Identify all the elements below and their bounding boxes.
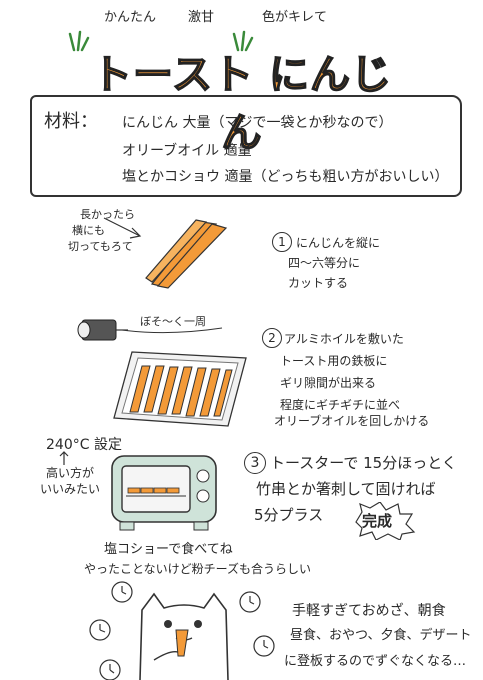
tagline-sweet: 激甘 (188, 10, 215, 25)
foil-note: ぼそ～く一周 (140, 315, 206, 328)
toaster-oven-illustration (111, 455, 217, 531)
cut-side-note: 横にも (72, 224, 105, 237)
carrot-strips-illustration (145, 219, 228, 289)
tagline-color: 色がキレて (262, 10, 328, 25)
cut-side-note: 切ってもろて (68, 240, 133, 253)
step2-line: オリーブオイルを回しかける (274, 414, 430, 428)
step2-line: ギリ隙間が出来る (280, 376, 377, 390)
arrow-icon (121, 327, 223, 334)
title-block: トースト にんじん (72, 40, 412, 157)
step3-number: 3 (244, 452, 266, 474)
character-eating-illustration (89, 581, 275, 680)
ingredient-item: にんじん 大量（マジで一袋とか秒なので） (122, 115, 393, 131)
step2-line: トースト用の鉄板に (280, 354, 388, 368)
seasoning-note: やったことないけど粉チーズも合うらしい (84, 562, 312, 576)
done-badge-burst (355, 502, 416, 540)
footer-note: 昼食、おやつ、夕食、デザート (290, 628, 472, 643)
step1-number: 1 (272, 232, 292, 252)
step2-line: アルミホイルを敷いた (284, 332, 404, 346)
temperature-note: いいみたい (40, 482, 101, 496)
step2-line: 程度にギチギチに並べ (280, 398, 401, 412)
done-label: 完成 (362, 512, 393, 530)
step2-number: 2 (262, 328, 282, 348)
step3-line: トースターで 15分ほっとく (270, 454, 457, 472)
ingredients-box (30, 95, 462, 197)
ingredient-item: 塩とかコショウ 適量（どっちも粗い方がおいしい） (122, 169, 449, 185)
seasoning-note: 塩コショーで食べてね (104, 542, 233, 557)
foil-roll-icon (77, 319, 128, 341)
cut-side-note: 長かったら (80, 208, 135, 221)
footer-note: に登板するのでずぐなくなる… (284, 654, 467, 669)
step1-line: 四～六等分に (288, 256, 361, 270)
ingredient-item: オリーブオイル 適量 (122, 143, 252, 159)
tagline-easy: かんたん (104, 10, 157, 25)
temperature-note: 240°C 設定 (46, 437, 122, 453)
ingredients-label: 材料： (44, 111, 98, 132)
baking-tray-illustration (113, 351, 247, 427)
step1-line: カットする (288, 276, 349, 290)
footer-note: 手軽すぎておめざ、朝食 (292, 603, 446, 619)
page-title: トースト にんじん (91, 51, 392, 157)
carrot-leaf-icon (232, 30, 254, 52)
temperature-note: 高い方が (46, 466, 95, 480)
carrot-leaf-icon (68, 30, 90, 52)
step3-line: 5分プラス (254, 506, 324, 524)
step3-line: 竹串とか箸刺して固ければ (256, 480, 436, 498)
arrow-icon (103, 217, 142, 239)
arrow-up-icon (59, 451, 69, 465)
step1-line: にんじんを縦に (296, 236, 381, 250)
